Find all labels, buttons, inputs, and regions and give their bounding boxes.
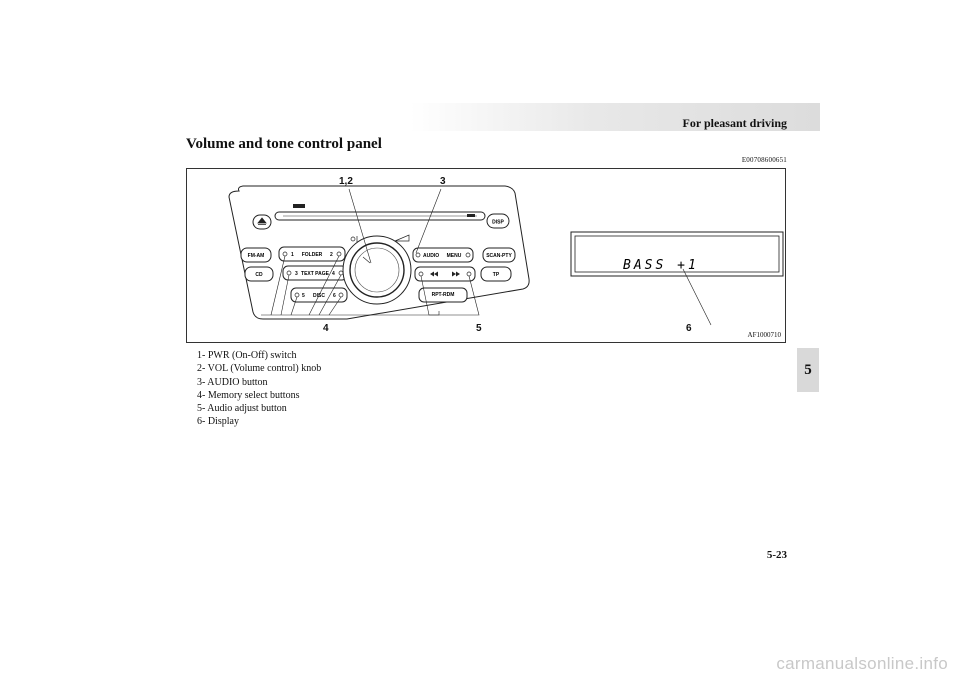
- page-number: 5-23: [766, 549, 787, 561]
- audio-label: AUDIO: [423, 253, 439, 259]
- reference-code: E00708600651: [741, 156, 787, 164]
- rpt-rdm-button[interactable]: [418, 287, 468, 303]
- watermark: carmanualsonline.info: [776, 654, 948, 673]
- seek-button[interactable]: [414, 266, 476, 282]
- callout-5: 5: [476, 323, 482, 334]
- volume-ramp-icon: [394, 234, 410, 242]
- legend-item: 3- AUDIO button: [197, 376, 268, 388]
- mp3-logo: [293, 204, 305, 208]
- fm-am-button[interactable]: [240, 247, 272, 263]
- legend-item: 1- PWR (On-Off) switch: [197, 350, 297, 361]
- pwr-indicator: [350, 236, 356, 242]
- eject-icon: [257, 217, 267, 225]
- audio-menu-button[interactable]: [412, 247, 474, 263]
- control-panel-figure: DISP FM-AM CD 1 FOLDER 2 3 TEXT PAGE 4 5…: [186, 168, 786, 343]
- rpt-rdm-label: RPT-RDM: [432, 292, 455, 298]
- display-readout: BASS +1: [623, 258, 699, 273]
- scan-pty-label: SCAN-PTY: [486, 253, 512, 259]
- folder-label: FOLDER: [302, 252, 323, 258]
- fm-am-label: FM-AM: [248, 253, 265, 259]
- leader-lines: [261, 188, 712, 326]
- tp-label: TP: [493, 272, 500, 278]
- cd-label: CD: [255, 272, 263, 278]
- scan-pty-button[interactable]: [482, 247, 516, 263]
- chapter-tab: 5: [797, 348, 819, 392]
- figure-code: AF1000710: [747, 331, 781, 339]
- preset-4-label: 4: [332, 271, 335, 277]
- section-header: For pleasant driving: [682, 116, 787, 130]
- preset-5-label: 5: [302, 293, 305, 299]
- seek-forward-icon: [452, 271, 460, 277]
- display-panel: [570, 231, 784, 277]
- control-panel-illustration: DISP FM-AM CD 1 FOLDER 2 3 TEXT PAGE 4 5…: [228, 185, 784, 326]
- callout-3: 3: [440, 176, 446, 187]
- disc-label: DISC: [313, 293, 325, 299]
- legend-item: 2- VOL (Volume control) knob: [197, 363, 322, 375]
- legend-item: 6- Display: [197, 416, 239, 428]
- seek-back-icon: [430, 271, 438, 277]
- callout-1-2: 1,2: [339, 176, 353, 187]
- legend-list: 1- PWR (On-Off) switch 2- VOL (Volume co…: [197, 349, 321, 429]
- cd-button[interactable]: [244, 266, 274, 282]
- text-page-label: TEXT PAGE: [301, 271, 330, 277]
- page-title: Volume and tone control panel: [186, 136, 382, 152]
- callout-4: 4: [323, 323, 329, 334]
- preset-2-label: 2: [330, 252, 333, 258]
- volume-knob[interactable]: [349, 242, 405, 298]
- menu-label: MENU: [447, 253, 462, 259]
- disp-button[interactable]: [486, 213, 510, 229]
- tp-button[interactable]: [480, 266, 512, 282]
- legend-item: 4- Memory select buttons: [197, 389, 300, 401]
- preset-1-2-button[interactable]: [278, 246, 346, 262]
- preset-1-label: 1: [291, 252, 294, 258]
- preset-6-label: 6: [333, 293, 336, 299]
- preset-3-label: 3: [295, 271, 298, 277]
- slot-indicator: [467, 214, 475, 217]
- callout-6: 6: [686, 323, 692, 334]
- disp-label: DISP: [492, 220, 504, 226]
- legend-item: 5- Audio adjust button: [197, 403, 287, 415]
- header-band: [410, 103, 820, 131]
